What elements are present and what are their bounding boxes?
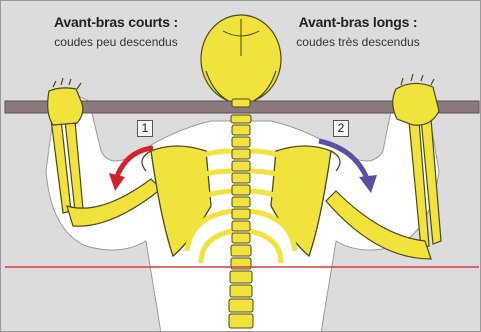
right-caption-title: Avant-bras longs : <box>273 14 443 30</box>
label-box-1: 1 <box>137 120 153 137</box>
right-caption-subtitle: coudes très descendus <box>273 35 443 49</box>
label-box-2: 2 <box>333 120 349 137</box>
left-caption-title: Avant-bras courts : <box>31 14 201 30</box>
left-caption-subtitle: coudes peu descendus <box>31 35 201 49</box>
